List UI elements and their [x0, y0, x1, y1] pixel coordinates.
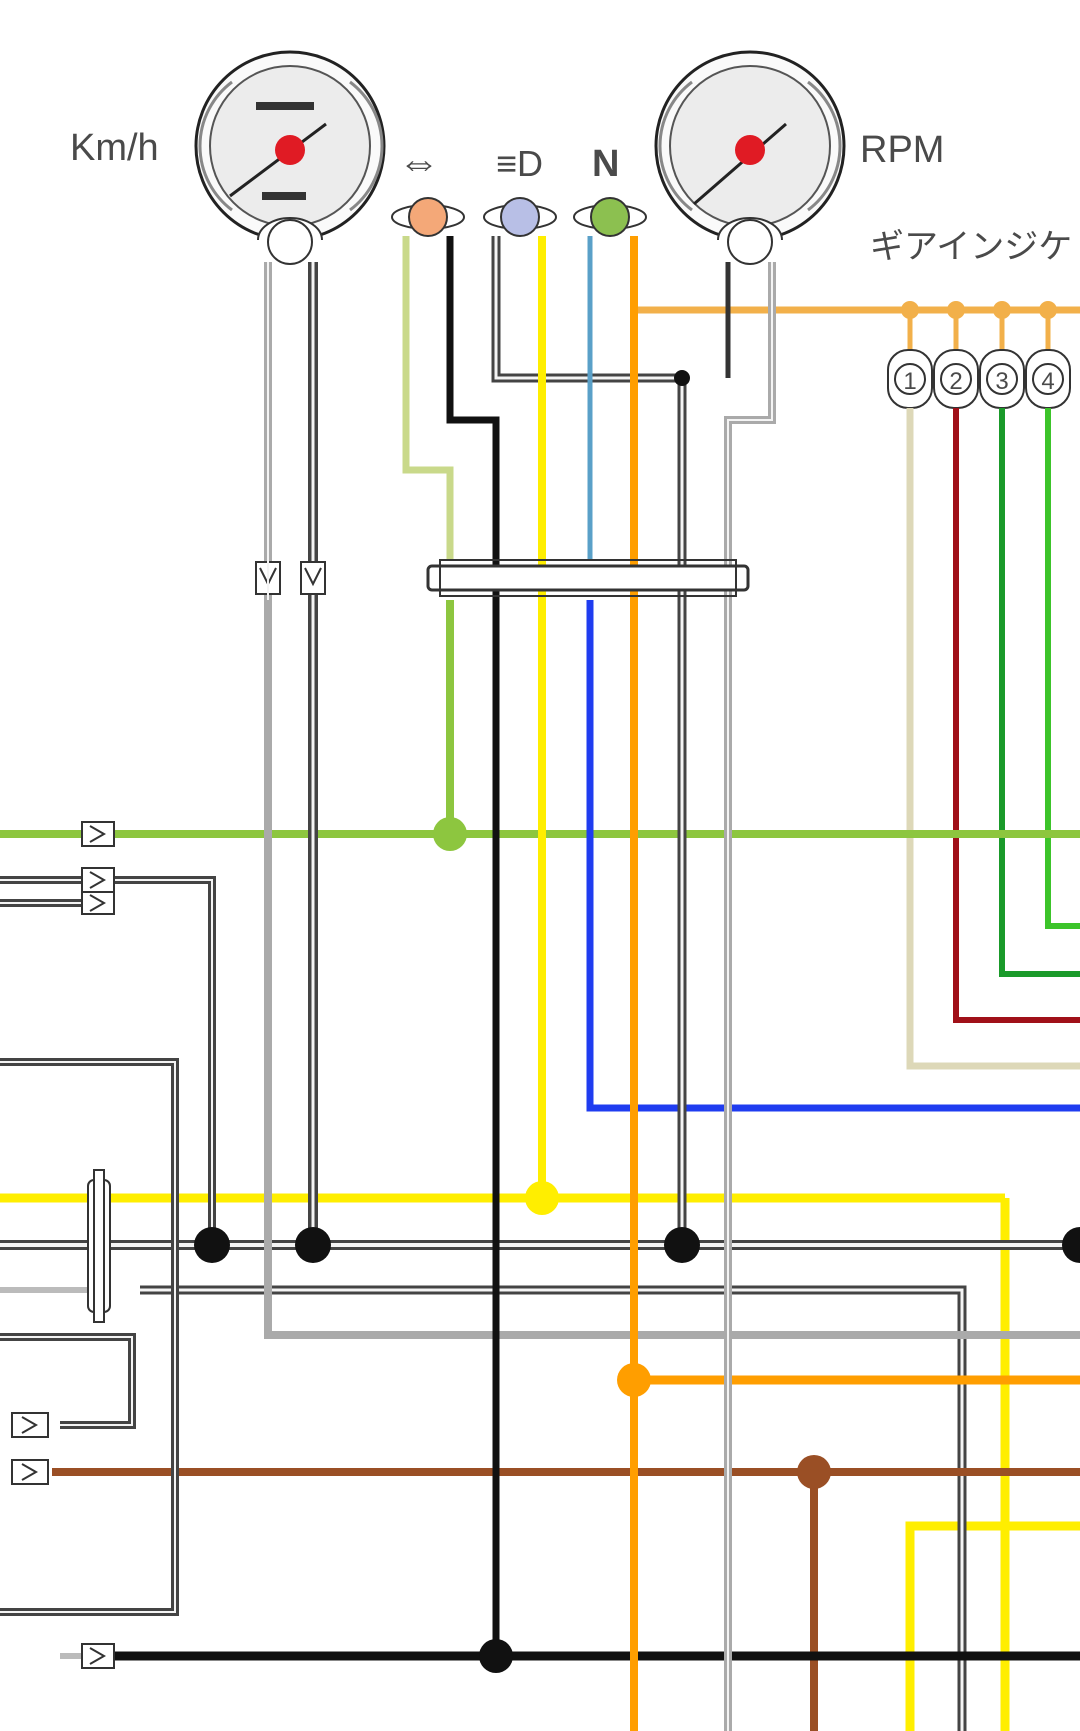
junction-dots — [194, 370, 1080, 1673]
yellow-right-wire — [905, 1521, 1080, 1731]
gear-position-3: 3 — [995, 368, 1008, 395]
gear-wire-2-dark-red — [953, 408, 1080, 1023]
tachometer-label: RPM — [860, 129, 944, 171]
gear-wire-1-cream — [906, 408, 1080, 1070]
neutral-symbol: N — [592, 143, 619, 185]
gear-wire-3-green — [999, 408, 1080, 977]
neutral-lamp — [573, 197, 647, 237]
turn-indicator-symbol: ⇔ — [398, 138, 440, 185]
tachometer — [654, 50, 846, 265]
high-beam-symbol: ≡D — [496, 143, 543, 184]
gear-position-2: 2 — [949, 368, 962, 395]
main-harness-connector — [426, 559, 750, 597]
gear-indicator-label: ギアインジケ — [870, 228, 1072, 266]
gear-wire-4-bright-green — [1045, 408, 1080, 929]
left-connectors — [11, 821, 115, 1669]
gray-return-wire — [264, 600, 1080, 1339]
turn-lamp-pale-green-wire — [402, 236, 454, 560]
gear-position-1: 1 — [903, 368, 916, 395]
tachometer-hub — [735, 135, 765, 165]
tachometer-gray-wire — [724, 262, 776, 1731]
speedometer-label: Km/h — [70, 127, 159, 169]
blue-wire — [586, 600, 1080, 1112]
speedometer — [194, 50, 386, 265]
black-double-wire-inner — [140, 1288, 964, 1731]
turn-lamp-black-wire — [446, 236, 500, 1656]
left-harness-routing — [0, 876, 216, 1616]
high-beam-lamp — [483, 197, 557, 237]
speedometer-hub — [275, 135, 305, 165]
gear-indicator-lamps — [887, 301, 1071, 409]
turn-indicator-lamp — [391, 197, 465, 237]
black-double-wire-outer — [140, 1285, 967, 1731]
gear-position-4: 4 — [1041, 368, 1054, 395]
